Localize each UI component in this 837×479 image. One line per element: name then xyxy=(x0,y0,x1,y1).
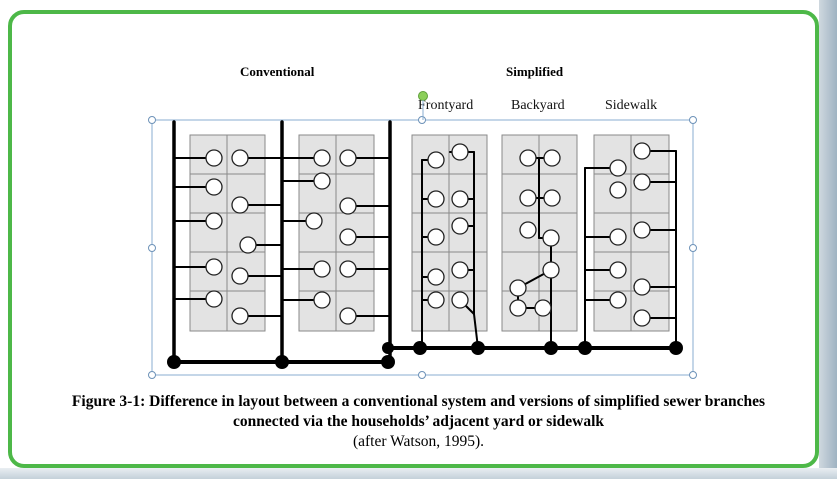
bottom-edge-shadow xyxy=(0,468,837,479)
caption-citation: (after Watson, 1995). xyxy=(352,433,485,450)
manhole-junctions xyxy=(167,341,683,369)
rotate-handle[interactable] xyxy=(418,91,428,101)
backyard-label: Backyard xyxy=(511,98,565,113)
house-connections xyxy=(205,142,651,327)
right-edge-shadow xyxy=(819,0,837,479)
figure-caption: Figure 3-1: Difference in layout between… xyxy=(40,392,797,452)
simplified-header: Simplified xyxy=(506,64,564,79)
selection-handles xyxy=(148,116,697,379)
frontyard-label: Frontyard xyxy=(418,98,474,113)
caption-bold-text: Figure 3-1: Difference in layout between… xyxy=(71,393,766,430)
conventional-header: Conventional xyxy=(240,64,315,79)
sidewalk-label: Sidewalk xyxy=(605,98,658,113)
